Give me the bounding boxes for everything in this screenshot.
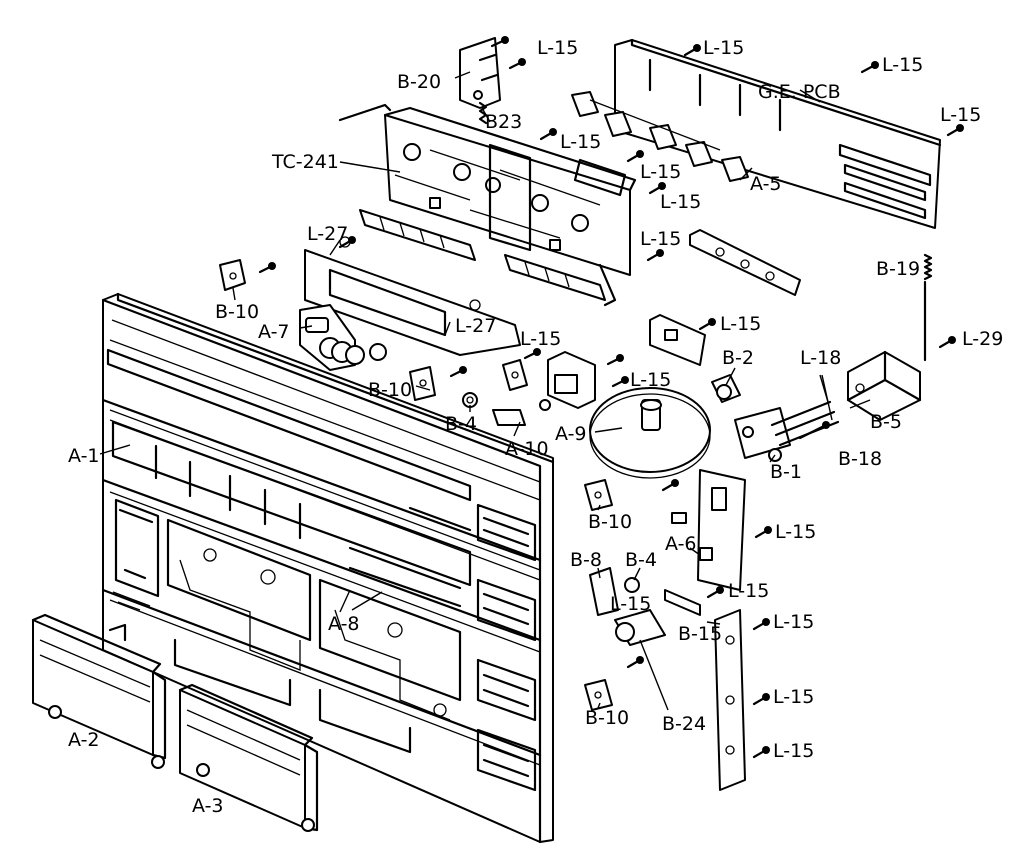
label-l15-15: L-15: [773, 611, 814, 633]
label-a8: A-8: [328, 613, 360, 635]
bracket-b10-bottom: [584, 679, 613, 711]
label-b10-left: B-10: [368, 379, 412, 401]
bracket-b10-mid-right: [584, 479, 613, 511]
label-b19: B-19: [876, 258, 920, 280]
part-labels: TC-241 B-20 B23 G.E. PCB A-5 B-19 L-29 B…: [68, 37, 1003, 817]
label-b20: B-20: [397, 71, 441, 93]
label-l15-5: L-15: [560, 131, 601, 153]
bracket-b5: [846, 350, 922, 421]
label-b15: B-15: [678, 623, 722, 645]
label-b10-upper-left: B-10: [215, 301, 259, 323]
screws: [258, 36, 964, 759]
label-a2: A-2: [68, 729, 100, 751]
button-caps-a5: [571, 91, 749, 182]
pcb-a6: [671, 469, 746, 591]
bracket-b10-center: [502, 359, 528, 391]
label-b1: B-1: [770, 461, 802, 483]
label-a1: A-1: [68, 445, 100, 467]
bracket-b10-left: [409, 366, 436, 401]
motor-b24: [614, 589, 701, 646]
label-a10: A-10: [505, 438, 549, 460]
spring-b23: [478, 101, 488, 125]
label-tc241: TC-241: [271, 151, 339, 173]
pcb-b15: [714, 609, 746, 791]
label-l15-7: L-15: [660, 191, 701, 213]
tape-deck-mechanism-tc241: [338, 103, 637, 307]
label-a7: A-7: [258, 321, 290, 343]
bracket-b20: [459, 37, 501, 109]
label-l29: L-29: [962, 328, 1003, 350]
label-l15-13: L-15: [728, 580, 769, 602]
label-ge-pcb: G.E. PCB: [758, 81, 841, 103]
cassette-door-a2: [31, 613, 167, 769]
label-l27-bottom: L-27: [455, 315, 496, 337]
label-l15-6: L-15: [640, 161, 681, 183]
label-b5: B-5: [870, 411, 902, 433]
label-l15-9: L-15: [720, 313, 761, 335]
roller-b2: [711, 374, 741, 403]
leader-lines: [99, 71, 926, 711]
label-b2: B-2: [722, 347, 754, 369]
label-b10-bottom: B-10: [585, 707, 629, 729]
label-a3: A-3: [192, 795, 224, 817]
label-l15-16: L-15: [773, 686, 814, 708]
front-panel-a1: [101, 292, 555, 844]
label-l15-10: L-15: [520, 328, 561, 350]
label-a5: A-5: [750, 173, 782, 195]
bracket-b10-upper-left: [219, 259, 246, 291]
label-b18: B-18: [838, 448, 882, 470]
display-bracket: [304, 236, 521, 356]
label-l15-1: L-15: [537, 37, 578, 59]
label-a6: A-6: [665, 533, 697, 555]
label-l15-4: L-15: [940, 104, 981, 126]
switch-block-a7: [299, 304, 387, 371]
washer-b4: [462, 392, 478, 408]
label-l15-12: L-15: [775, 521, 816, 543]
label-l27-top: L-27: [307, 223, 348, 245]
label-b23: B23: [485, 111, 522, 133]
label-l15-14: L-15: [610, 593, 651, 615]
bracket-b8: [589, 567, 640, 616]
label-l15-2: L-15: [703, 37, 744, 59]
relay-board: [649, 314, 706, 366]
turntable-a9: [589, 387, 711, 479]
label-b8: B-8: [570, 549, 602, 571]
spring-b19: [923, 253, 933, 362]
switch-board: [689, 229, 801, 296]
label-b10-mid-right: B-10: [588, 511, 632, 533]
solenoid-a10: [492, 351, 596, 426]
label-l15-11: L-15: [630, 369, 671, 391]
label-b24: B-24: [662, 713, 706, 735]
label-l18: L-18: [800, 347, 841, 369]
label-l15-17: L-15: [773, 740, 814, 762]
label-b4-top: B-4: [445, 413, 477, 435]
label-b4-bottom: B-4: [625, 549, 657, 571]
label-a9: A-9: [555, 423, 587, 445]
label-l15-3: L-15: [882, 54, 923, 76]
label-l15-8: L-15: [640, 228, 681, 250]
cassette-door-a3: [178, 683, 319, 832]
pulley-assembly-b1: [734, 400, 840, 462]
